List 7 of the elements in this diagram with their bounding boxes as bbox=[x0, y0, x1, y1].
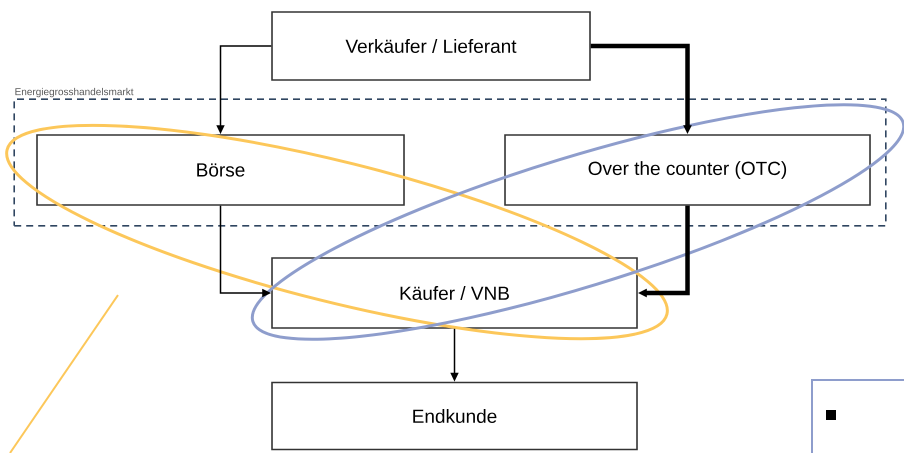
text-box bbox=[811, 379, 904, 453]
process-box: Verkäufer / Lieferant bbox=[271, 11, 591, 81]
process-box: Börse bbox=[36, 134, 405, 206]
process-box: Käufer / VNB bbox=[271, 257, 638, 329]
process-box: Endkunde bbox=[271, 382, 638, 450]
process-box: Over the counter (OTC) bbox=[504, 134, 871, 206]
node-label: Energiegrosshandelsmarkt bbox=[15, 88, 134, 98]
